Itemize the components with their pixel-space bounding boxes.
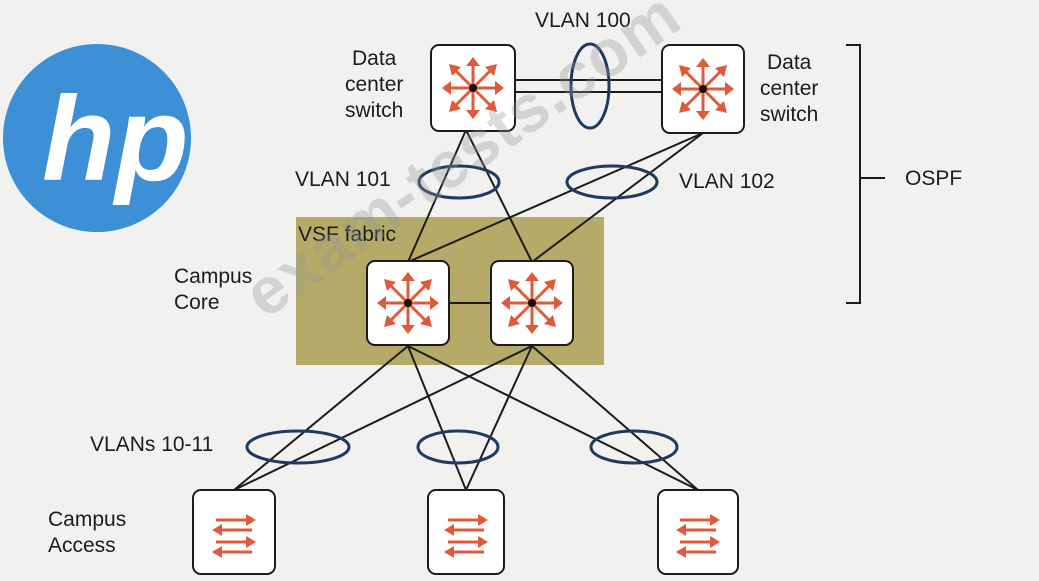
router-icon — [670, 56, 736, 122]
access1-lag-ellipse — [245, 429, 351, 465]
campus-access-label: Campus Access — [48, 508, 127, 557]
router-icon — [375, 270, 441, 336]
data-center-switch-right-label: Data center switch — [760, 51, 819, 126]
vlan101-label: VLAN 101 — [295, 168, 391, 191]
campus-core-label: Campus Core — [174, 265, 253, 314]
vsf-fabric-label: VSF fabric — [298, 223, 397, 246]
ospf-bracket — [846, 44, 885, 304]
vlan100-label: VLAN 100 — [535, 9, 631, 32]
hp-logo: hp — [3, 44, 191, 232]
campus-access-switch-2[interactable] — [427, 489, 505, 575]
vlan-ellipses — [245, 42, 679, 465]
vlan101-lag-ellipse — [417, 164, 501, 200]
svg-text:hp: hp — [42, 72, 189, 206]
data-center-switch-right[interactable] — [661, 44, 745, 134]
campus-access-switch-1[interactable] — [192, 489, 276, 575]
campus-core-switch-left[interactable] — [366, 260, 450, 346]
vlan102-lag-ellipse — [565, 164, 659, 200]
vlan102-label: VLAN 102 — [679, 170, 775, 193]
access2-lag-ellipse — [416, 429, 500, 465]
ospf-label: OSPF — [905, 167, 963, 190]
data-center-switch-left-label: Data center switch — [345, 47, 404, 122]
vlans-10-11-label: VLANs 10-11 — [90, 433, 214, 456]
vlan100-lag-ellipse — [569, 42, 611, 130]
campus-core-switch-right[interactable] — [490, 260, 574, 346]
data-center-switch-left[interactable] — [430, 44, 516, 132]
campus-access-switch-3[interactable] — [657, 489, 739, 575]
access3-lag-ellipse — [589, 429, 679, 465]
router-icon — [499, 270, 565, 336]
